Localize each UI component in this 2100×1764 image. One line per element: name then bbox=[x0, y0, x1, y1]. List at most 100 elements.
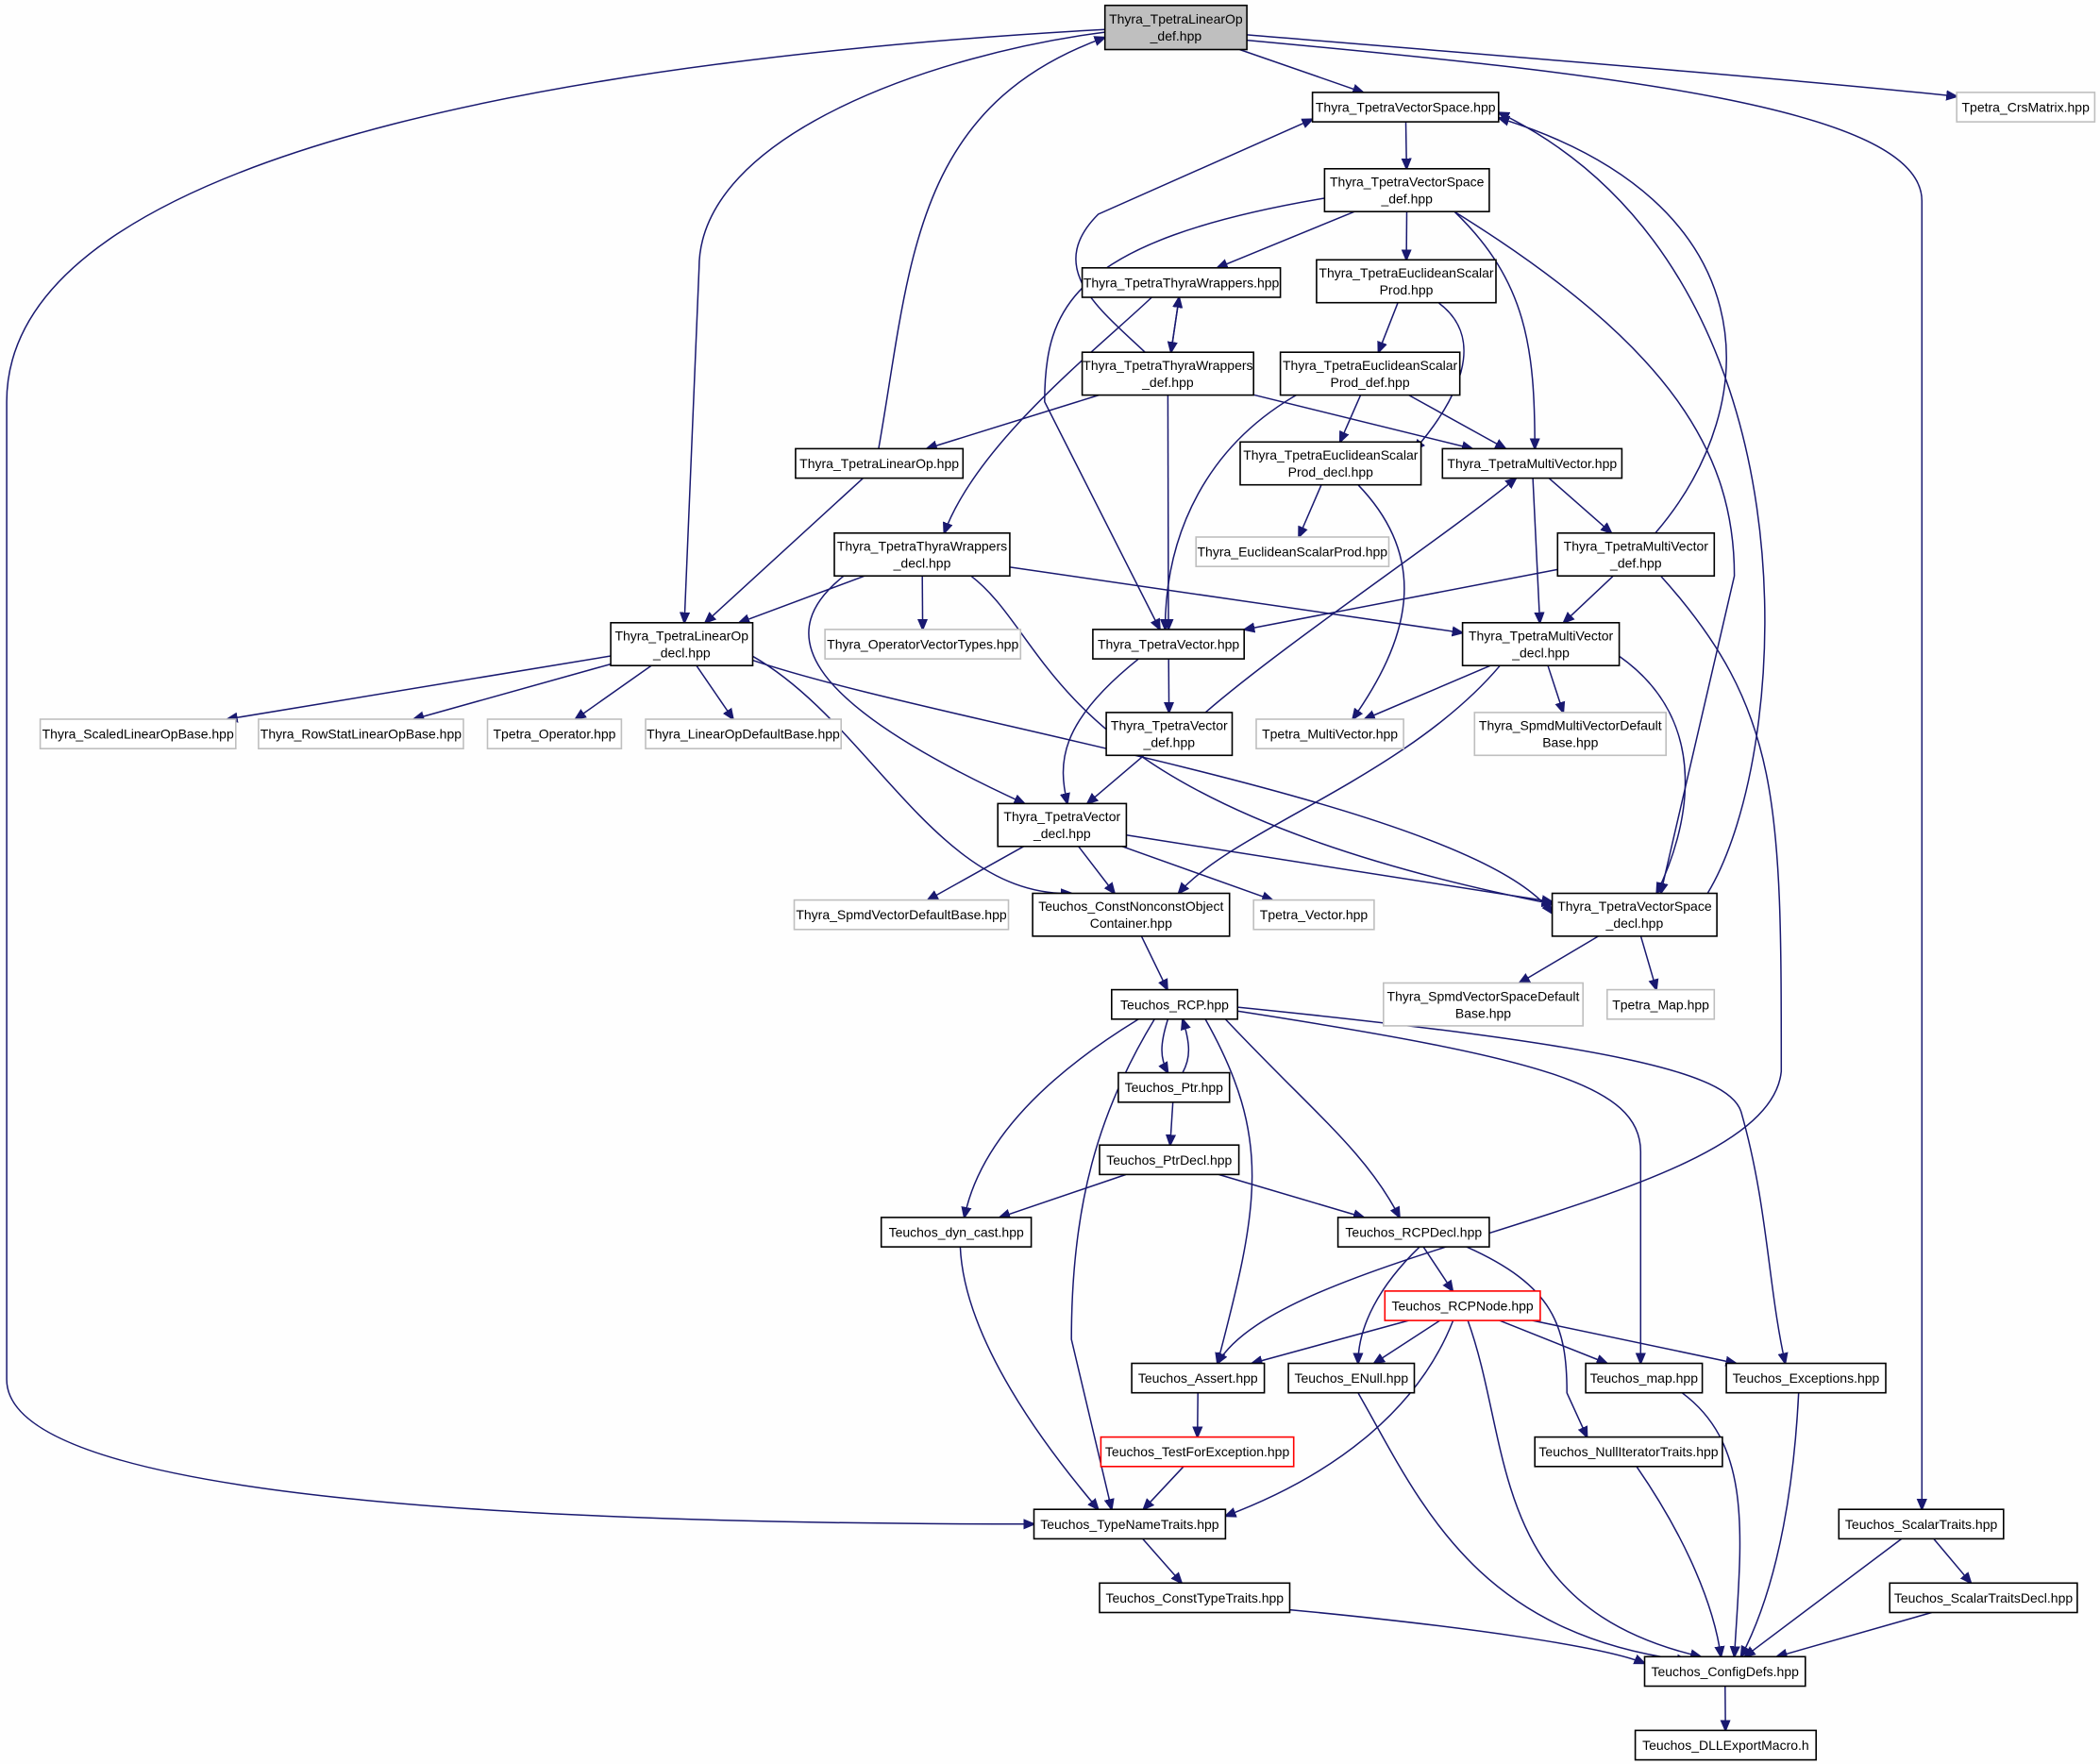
node-box[interactable] bbox=[1889, 1582, 2078, 1614]
node-box[interactable] bbox=[1195, 536, 1390, 568]
node-st[interactable]: Teuchos_ScalarTraits.hpp bbox=[1838, 1508, 2005, 1540]
node-ctt[interactable]: Teuchos_ConstTypeTraits.hpp bbox=[1099, 1582, 1291, 1614]
node-root[interactable]: Thyra_TpetraLinearOp_def.hpp bbox=[1103, 4, 1248, 51]
node-enull[interactable]: Teuchos_ENull.hpp bbox=[1287, 1362, 1416, 1394]
node-box[interactable] bbox=[880, 1217, 1033, 1248]
node-top[interactable]: Tpetra_Operator.hpp bbox=[486, 718, 623, 750]
node-box[interactable] bbox=[1117, 1071, 1231, 1103]
node-tpv[interactable]: Tpetra_Vector.hpp bbox=[1252, 899, 1375, 931]
node-ttwdef[interactable]: Thyra_TpetraThyraWrappers_def.hpp bbox=[1081, 351, 1254, 396]
node-tmvdef[interactable]: Thyra_TpetraMultiVector_def.hpp bbox=[1556, 531, 1716, 577]
node-box[interactable] bbox=[1556, 531, 1716, 577]
node-box[interactable] bbox=[1336, 1217, 1490, 1248]
node-nit[interactable]: Teuchos_NullIteratorTraits.hpp bbox=[1534, 1436, 1723, 1468]
node-box[interactable] bbox=[1643, 1655, 1806, 1688]
node-lodb[interactable]: Thyra_LinearOpDefaultBase.hpp bbox=[645, 718, 842, 750]
node-box[interactable] bbox=[1099, 1582, 1291, 1614]
node-ptrdecl[interactable]: Teuchos_PtrDecl.hpp bbox=[1099, 1144, 1240, 1176]
node-box[interactable] bbox=[1316, 259, 1497, 304]
node-map[interactable]: Teuchos_map.hpp bbox=[1585, 1362, 1704, 1394]
node-box[interactable] bbox=[1103, 4, 1248, 51]
node-ttw[interactable]: Thyra_TpetraThyraWrappers.hpp bbox=[1081, 266, 1282, 298]
node-box[interactable] bbox=[486, 718, 623, 750]
node-box[interactable] bbox=[795, 447, 965, 479]
node-box[interactable] bbox=[1838, 1508, 2005, 1540]
node-ptr[interactable]: Teuchos_Ptr.hpp bbox=[1117, 1071, 1231, 1103]
node-box[interactable] bbox=[833, 531, 1011, 577]
node-box[interactable] bbox=[1384, 1290, 1541, 1321]
node-rslob[interactable]: Thyra_RowStatLinearOpBase.hpp bbox=[258, 718, 464, 750]
node-std[interactable]: Teuchos_ScalarTraitsDecl.hpp bbox=[1889, 1582, 2078, 1614]
node-cfg[interactable]: Teuchos_ConfigDefs.hpp bbox=[1643, 1655, 1806, 1688]
node-ttwdecl[interactable]: Thyra_TpetraThyraWrappers_decl.hpp bbox=[833, 531, 1011, 577]
node-box[interactable] bbox=[1461, 621, 1621, 666]
node-dyncast[interactable]: Teuchos_dyn_cast.hpp bbox=[880, 1217, 1033, 1248]
node-tvdef[interactable]: Thyra_TpetraVector_def.hpp bbox=[1105, 712, 1234, 757]
node-box[interactable] bbox=[1725, 1362, 1887, 1394]
node-tv[interactable]: Thyra_TpetraVector.hpp bbox=[1092, 629, 1246, 660]
node-tpmv[interactable]: Tpetra_MultiVector.hpp bbox=[1255, 718, 1404, 750]
node-box[interactable] bbox=[1252, 899, 1375, 931]
node-tvs[interactable]: Thyra_TpetraVectorSpace.hpp bbox=[1311, 92, 1500, 123]
node-tlodecl[interactable]: Thyra_TpetraLinearOp_decl.hpp bbox=[610, 621, 754, 666]
node-box[interactable] bbox=[1081, 266, 1282, 298]
node-box[interactable] bbox=[1092, 629, 1246, 660]
node-box[interactable] bbox=[1131, 1362, 1266, 1394]
node-box[interactable] bbox=[1287, 1362, 1416, 1394]
node-box[interactable] bbox=[1956, 92, 2096, 123]
node-box[interactable] bbox=[1534, 1436, 1723, 1468]
node-esp[interactable]: Thyra_EuclideanScalarProd.hpp bbox=[1195, 536, 1390, 568]
node-box[interactable] bbox=[645, 718, 842, 750]
node-box[interactable] bbox=[1081, 351, 1254, 396]
node-dll[interactable]: Teuchos_DLLExportMacro.h bbox=[1634, 1729, 1817, 1761]
node-sclob[interactable]: Thyra_ScaledLinearOpBase.hpp bbox=[39, 718, 237, 750]
node-exc[interactable]: Teuchos_Exceptions.hpp bbox=[1725, 1362, 1887, 1394]
node-box[interactable] bbox=[1606, 988, 1716, 1020]
node-box[interactable] bbox=[997, 802, 1128, 848]
node-box[interactable] bbox=[610, 621, 754, 666]
node-rcpdecl[interactable]: Teuchos_RCPDecl.hpp bbox=[1336, 1217, 1490, 1248]
node-box[interactable] bbox=[1239, 441, 1422, 486]
node-tmv[interactable]: Thyra_TpetraMultiVector.hpp bbox=[1441, 447, 1623, 479]
node-tmvdecl[interactable]: Thyra_TpetraMultiVector_decl.hpp bbox=[1461, 621, 1621, 666]
node-box[interactable] bbox=[1279, 351, 1461, 396]
node-box[interactable] bbox=[793, 899, 1010, 931]
node-box[interactable] bbox=[824, 629, 1022, 660]
node-box[interactable] bbox=[1111, 988, 1239, 1020]
node-tvsdef[interactable]: Thyra_TpetraVectorSpace_def.hpp bbox=[1323, 168, 1490, 213]
node-box[interactable] bbox=[1311, 92, 1500, 123]
node-box[interactable] bbox=[1383, 982, 1585, 1027]
node-ovt[interactable]: Thyra_OperatorVectorTypes.hpp bbox=[824, 629, 1022, 660]
node-rcp[interactable]: Teuchos_RCP.hpp bbox=[1111, 988, 1239, 1020]
node-svdb[interactable]: Thyra_SpmdVectorDefaultBase.hpp bbox=[793, 899, 1010, 931]
node-box[interactable] bbox=[1551, 892, 1718, 937]
node-tlo[interactable]: Thyra_TpetraLinearOp.hpp bbox=[795, 447, 965, 479]
node-box[interactable] bbox=[1473, 712, 1668, 757]
node-tvdecl[interactable]: Thyra_TpetraVector_decl.hpp bbox=[997, 802, 1128, 848]
node-box[interactable] bbox=[1323, 168, 1490, 213]
node-tnt[interactable]: Teuchos_TypeNameTraits.hpp bbox=[1033, 1508, 1227, 1540]
node-tfe[interactable]: Teuchos_TestForException.hpp bbox=[1100, 1436, 1295, 1468]
node-tvsdecl[interactable]: Thyra_TpetraVectorSpace_decl.hpp bbox=[1551, 892, 1718, 937]
node-box[interactable] bbox=[1634, 1729, 1817, 1761]
node-box[interactable] bbox=[1100, 1436, 1295, 1468]
node-box[interactable] bbox=[258, 718, 464, 750]
node-box[interactable] bbox=[1105, 712, 1234, 757]
node-assert[interactable]: Teuchos_Assert.hpp bbox=[1131, 1362, 1266, 1394]
node-rcpnode[interactable]: Teuchos_RCPNode.hpp bbox=[1384, 1290, 1541, 1321]
node-box[interactable] bbox=[39, 718, 237, 750]
node-box[interactable] bbox=[1255, 718, 1404, 750]
node-box[interactable] bbox=[1032, 892, 1231, 937]
node-box[interactable] bbox=[1585, 1362, 1704, 1394]
node-crs[interactable]: Tpetra_CrsMatrix.hpp bbox=[1956, 92, 2096, 123]
node-box[interactable] bbox=[1033, 1508, 1227, 1540]
node-box[interactable] bbox=[1441, 447, 1623, 479]
node-box[interactable] bbox=[1099, 1144, 1240, 1176]
node-tmap[interactable]: Tpetra_Map.hpp bbox=[1606, 988, 1716, 1020]
